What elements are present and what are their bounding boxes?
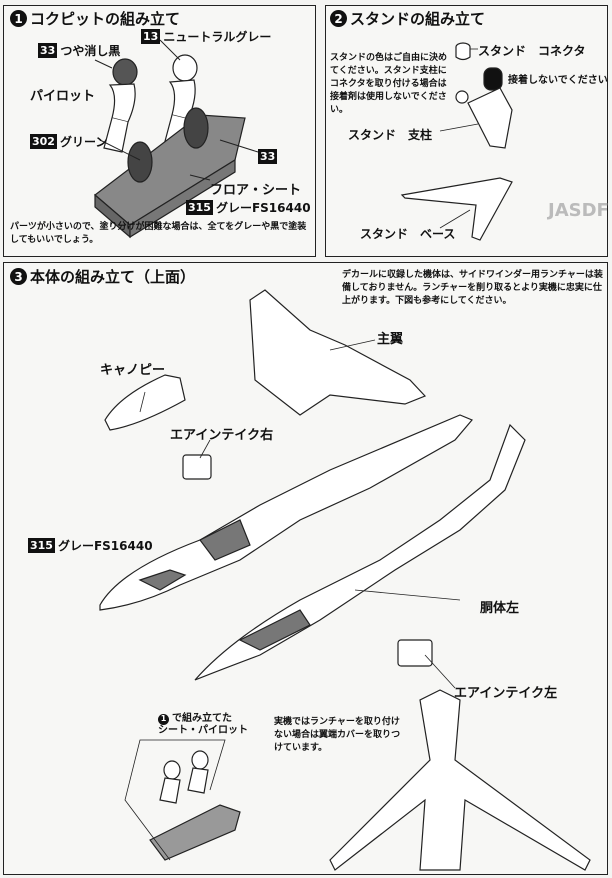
pilot-figure-1 — [103, 58, 138, 153]
step2-title-text: スタンドの組み立て — [350, 10, 486, 28]
intake-right-label: エアインテイク右 — [170, 428, 274, 443]
pilot-label: パイロット — [30, 89, 96, 104]
fuselage-left-part — [194, 423, 526, 681]
paint-name-flat-black: つや消し黒 — [60, 44, 121, 58]
floor-seat-label: フロア・シート — [210, 183, 302, 198]
step2-title: 2 スタンドの組み立て — [330, 8, 485, 29]
intake-left-label: エアインテイク左 — [454, 686, 558, 701]
paint-code-315-fuselage: 315 — [28, 538, 55, 553]
stand-base — [400, 177, 513, 241]
step2-number: 2 — [330, 10, 347, 27]
intake-right-part — [182, 454, 212, 480]
seat-pilot-part — [149, 750, 241, 861]
fuselage-right-part — [99, 414, 473, 611]
paint-label-33b: 33 — [258, 149, 280, 164]
step2-note: スタンドの色はご自由に決めてください。スタンド支柱にコネクタを取り付ける場合は接… — [330, 53, 448, 115]
decal-note: デカールに収録した機体は、サイドワインダー用ランチャーは装備しておりません。ラン… — [342, 270, 603, 306]
paint-label-green: 302 グリーン — [30, 133, 107, 150]
stand-base-label: スタンド ベース — [360, 227, 456, 241]
stand-pillar-label: スタンド 支柱 — [348, 128, 433, 142]
paint-label-neutral-gray: 13 ニュートラルグレー — [141, 28, 271, 45]
fuselage-left-label: 胴体左 — [480, 601, 520, 616]
paint-code-315: 315 — [186, 200, 213, 215]
paint-label-gray-fs16440: 315 グレーFS16440 — [186, 199, 311, 216]
paint-name-neutral-gray: ニュートラルグレー — [163, 30, 272, 44]
paint-name-fuselage: グレーFS16440 — [57, 539, 153, 553]
background-jasdf-text: JASDF — [548, 200, 609, 221]
canopy-label: キャノピー — [100, 363, 166, 378]
canopy-part — [104, 374, 186, 431]
main-wing-part — [249, 289, 427, 416]
no-glue-label: 接着しないでください — [508, 75, 608, 86]
step1-title: 1 コクピットの組み立て — [10, 8, 180, 29]
step3-number: 3 — [10, 268, 27, 285]
intake-left-part — [397, 639, 433, 667]
step1-number: 1 — [10, 10, 27, 27]
paint-code-33: 33 — [38, 43, 58, 58]
stand-pillar — [467, 87, 513, 149]
seat-pilot-step-number: 1 — [158, 713, 169, 725]
step1-note: パーツが小さいので、塗り分けが困難な場合は、全てをグレーや黒で塗装してもいいでし… — [10, 222, 307, 245]
reference-aircraft — [329, 689, 591, 871]
paint-name-green: グリーン — [59, 135, 108, 149]
stand-connector-label: スタンド コネクタ — [478, 44, 586, 58]
launcher-note: 実機ではランチャーを取り付けない場合は翼端カバーを取りつけています。 — [274, 717, 401, 753]
stand-ball — [455, 90, 469, 104]
step3-title: 3 本体の組み立て（上面） — [10, 266, 195, 287]
paint-label-flat-black: 33 つや消し黒 — [38, 42, 120, 59]
paint-code-13: 13 — [141, 29, 161, 44]
warning-icon — [483, 67, 503, 91]
paint-code-33b: 33 — [258, 149, 278, 164]
step3-title-text: 本体の組み立て（上面） — [30, 268, 196, 286]
paint-code-302: 302 — [30, 134, 57, 149]
main-wing-label: 主翼 — [377, 332, 404, 347]
paint-name-gray-fs16440: グレーFS16440 — [215, 201, 311, 215]
paint-label-fuselage: 315 グレーFS16440 — [28, 537, 153, 554]
step1-title-text: コクピットの組み立て — [30, 10, 181, 28]
